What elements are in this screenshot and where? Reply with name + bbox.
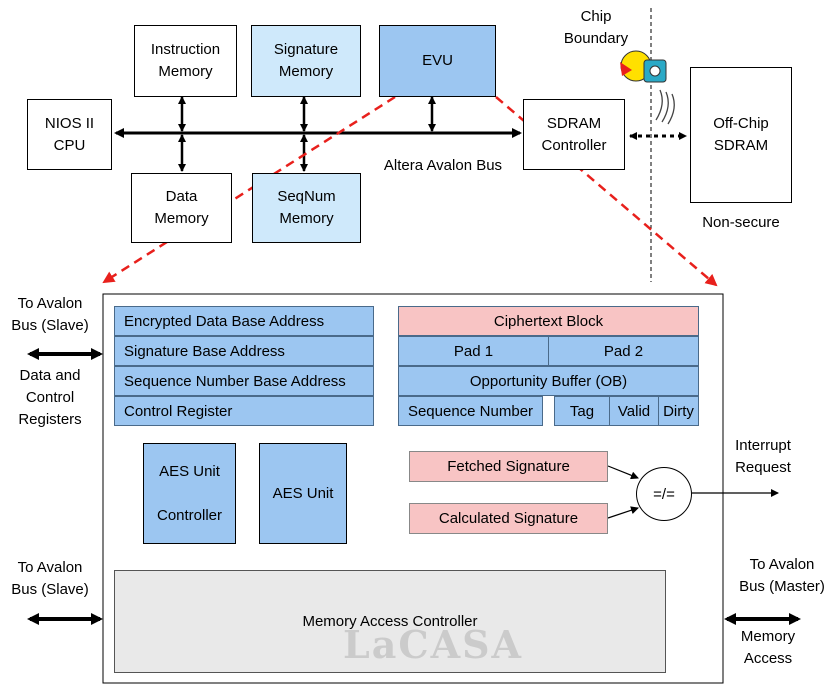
valid-cell: Valid [609,396,659,426]
instruction-memory-block: Instruction Memory [134,25,237,97]
pad2-cell: Pad 2 [548,336,699,366]
non-secure-label: Non-secure [702,214,780,231]
sdram-controller-block: SDRAM Controller [523,99,625,170]
pad1-cell: Pad 1 [398,336,549,366]
signature-comparator: =/= [636,467,692,521]
memory-access-controller: Memory Access Controller [114,570,666,673]
interrupt-request-label: Interrupt Request [735,437,791,476]
fetched-signature: Fetched Signature [409,451,608,482]
register-sequence-number-base: Sequence Number Base Address [114,366,374,396]
avalon-slave-bottom-label: To Avalon Bus (Slave) [11,559,89,598]
memory-access-label: Memory Access [740,628,796,667]
sequence-number-cell: Sequence Number [398,396,543,426]
signature-memory-block: Signature Memory [251,25,361,97]
seqnum-memory-block: SeqNum Memory [252,173,361,243]
tag-cell: Tag [554,396,610,426]
lacasa-watermark: LaCASA [343,622,523,667]
aes-unit-controller: AES Unit Controller [143,443,236,544]
data-control-registers-label: Data and Control Registers [18,367,82,428]
offchip-sdram-block: Off-Chip SDRAM [690,67,792,203]
avalon-slave-top-label: To Avalon Bus (Slave) [11,295,89,334]
avalon-master-label: To Avalon Bus (Master) [739,556,825,595]
fetched-to-compare [607,465,639,480]
evu-detail-box [102,293,724,684]
register-encrypted-data-base: Encrypted Data Base Address [114,306,374,336]
register-control: Control Register [114,396,374,426]
data-memory-block: Data Memory [131,173,232,243]
chip-boundary-label: Chip Boundary [563,8,629,47]
ciphertext-block: Ciphertext Block [398,306,699,336]
aes-unit: AES Unit [259,443,347,544]
opportunity-buffer-cell: Opportunity Buffer (OB) [398,366,699,396]
bus-label: Altera Avalon Bus [383,157,503,174]
attacker-icon [620,50,675,125]
register-signature-base: Signature Base Address [114,336,374,366]
calculated-signature: Calculated Signature [409,503,608,534]
callout-left [102,95,396,284]
calculated-to-compare [607,506,639,519]
evu-block: EVU [379,25,496,97]
dirty-cell: Dirty [658,396,699,426]
nios-cpu-block: NIOS II CPU [27,99,112,170]
